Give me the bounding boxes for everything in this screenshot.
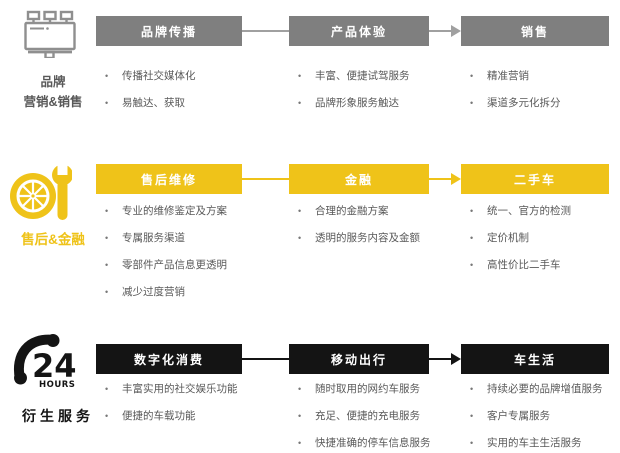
bullet-item: 易触达、获取 [96,90,242,117]
row-label-line1: 售后&金融 [21,232,85,247]
bullet-item: 渠道多元化拆分 [461,90,609,117]
bullet-list: 专业的维修鉴定及方案 专属服务渠道 零部件产品信息更透明 减少过度营销 [96,198,242,306]
stage-title: 车生活 [513,352,556,367]
bullet-list: 精准营销 渠道多元化拆分 [461,63,609,117]
stage-box-used-cars: 二手车 [461,164,609,194]
connector-line [242,30,289,32]
stage-box-product-experience: 产品体验 [289,16,429,46]
row-label-line1: 品牌 [40,75,66,89]
bullet-item: 丰富实用的社交娱乐功能 [96,376,242,403]
connector-line [242,178,289,180]
stage-box-sales: 销售 [461,16,609,46]
bullet-item: 合理的金融方案 [289,198,429,225]
bullet-item: 透明的服务内容及金额 [289,225,429,252]
stage-title: 产品体验 [330,24,387,39]
billboard-icon [24,10,76,58]
bullet-item: 客户专属服务 [461,403,609,430]
connector-arrowhead [451,173,461,185]
connector-arrowhead [451,25,461,37]
bullet-item: 减少过度营销 [96,279,242,306]
stage-box-digital-consumption: 数字化消费 [96,344,242,374]
stage-box-aftersales-repair: 售后维修 [96,164,242,194]
bullet-list: 持续必要的品牌增值服务 客户专属服务 实用的车主生活服务 [461,376,609,453]
stage-box-brand-communication: 品牌传播 [96,16,242,46]
stage-box-car-life: 车生活 [461,344,609,374]
bullet-list: 随时取用的网约车服务 充足、便捷的充电服务 快捷准确的停车信息服务 [289,376,431,453]
bullet-item: 高性价比二手车 [461,252,609,279]
bullet-list: 统一、官方的检测 定价机制 高性价比二手车 [461,198,609,279]
bullet-item: 传播社交媒体化 [96,63,242,90]
bullet-list: 丰富、便捷试驾服务 品牌形象服务触达 [289,63,429,117]
bullet-item: 精准营销 [461,63,609,90]
bullet-item: 专业的维修鉴定及方案 [96,198,242,225]
stage-box-mobility: 移动出行 [289,344,429,374]
connector-arrowhead [451,353,461,365]
bullet-item: 品牌形象服务触达 [289,90,429,117]
connector-line [242,358,289,360]
row-label-brand: 品牌 营销&销售 [2,72,104,112]
stage-box-finance: 金融 [289,164,429,194]
stage-title: 售后维修 [140,172,197,187]
bullet-item: 零部件产品信息更透明 [96,252,242,279]
stage-title: 销售 [520,24,549,39]
bullet-item: 随时取用的网约车服务 [289,376,429,403]
bullet-item: 便捷的车载功能 [96,403,242,430]
bullet-item: 丰富、便捷试驾服务 [289,63,429,90]
row-label-aftersales: 售后&金融 [2,228,104,248]
icon-text-24: 24 [32,347,77,385]
bullet-item: 快捷准确的停车信息服务 [289,430,431,453]
row-label-line2: 营销&销售 [23,95,83,109]
bullet-item: 定价机制 [461,225,609,252]
stage-title: 数字化消费 [133,352,204,367]
bullet-item: 专属服务渠道 [96,225,242,252]
24-hours-phone-icon: 24 HOURS [13,334,77,389]
stage-title: 金融 [344,172,373,187]
bullet-list: 传播社交媒体化 易触达、获取 [96,63,242,117]
stage-title: 二手车 [513,172,556,187]
stage-title: 品牌传播 [140,24,197,39]
connector-line [429,358,451,360]
bullet-list: 丰富实用的社交娱乐功能 便捷的车载功能 [96,376,242,430]
connector-line [429,30,451,32]
stage-title: 移动出行 [330,352,387,367]
bullet-list: 合理的金融方案 透明的服务内容及金额 [289,198,429,252]
connector-line [429,178,451,180]
icon-text-hours: HOURS [39,380,75,389]
bullet-item: 充足、便捷的充电服务 [289,403,429,430]
bullet-item: 持续必要的品牌增值服务 [461,376,609,403]
bullet-item: 实用的车主生活服务 [461,430,609,453]
row-label-derivative: 衍生服务 [2,406,114,426]
bullet-item: 统一、官方的检测 [461,198,609,225]
row-label-line1: 衍生服务 [22,408,94,424]
wheel-wrench-icon [10,164,72,220]
